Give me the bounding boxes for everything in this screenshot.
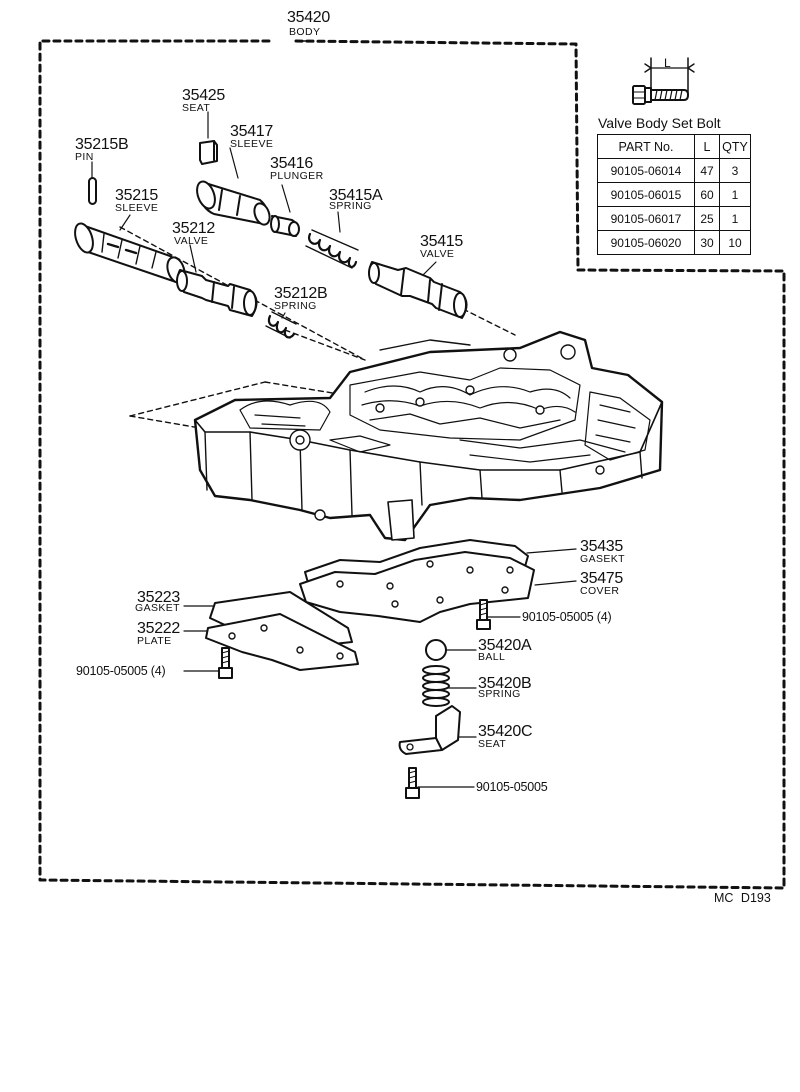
pin-35215b-part xyxy=(88,177,97,205)
part-number-35425: 35425 xyxy=(182,87,225,104)
cover-bolt-label: 90105-05005 (4) xyxy=(522,610,612,624)
bolt-table-header: PART No. L QTY xyxy=(597,134,751,159)
cover-35475-part xyxy=(299,551,535,623)
part-name-sleeve: SLEEVE xyxy=(230,138,274,150)
valve-35212-part xyxy=(176,269,258,317)
part-name-cover: COVER xyxy=(580,585,620,597)
part-number-35417: 35417 xyxy=(230,123,273,140)
cell-part-no: 90105-06020 xyxy=(597,230,695,255)
plate-bolt-icon xyxy=(218,647,233,679)
part-number-35415a: 35415A xyxy=(329,187,383,204)
seat-35425-part xyxy=(199,140,218,165)
part-number-35416: 35416 xyxy=(270,155,313,172)
valve-body-casting xyxy=(193,330,664,542)
bolt-length-label: L xyxy=(664,56,671,70)
assembly-boundary xyxy=(38,39,786,890)
seat-35420c-part xyxy=(398,705,461,755)
cell-l: 60 xyxy=(694,182,720,207)
cell-l: 25 xyxy=(694,206,720,231)
bolt-table-title: Valve Body Set Bolt xyxy=(598,115,721,131)
part-name-pin: PIN xyxy=(75,151,94,163)
part-number-35420b: 35420B xyxy=(478,675,532,692)
cell-part-no: 90105-06017 xyxy=(597,206,695,231)
table-row: 90105-06015 60 1 xyxy=(597,182,751,207)
part-name-ball: BALL xyxy=(478,651,506,663)
cell-l: 30 xyxy=(694,230,720,255)
plunger-35416-part xyxy=(270,215,300,237)
valve-35415-part xyxy=(368,261,468,319)
part-name-seat: SEAT xyxy=(182,102,211,114)
header-l: L xyxy=(694,134,720,159)
part-name-spring-35212b: SPRING xyxy=(274,300,317,312)
cell-qty: 3 xyxy=(719,158,751,183)
part-number-35475: 35475 xyxy=(580,570,623,587)
part-number-35222: 35222 xyxy=(137,620,180,637)
part-name-gasekt: GASEKT xyxy=(580,553,625,565)
part-number-35215: 35215 xyxy=(115,187,158,204)
table-row: 90105-06017 25 1 xyxy=(597,206,751,231)
part-name-valve-35415: VALVE xyxy=(420,248,455,260)
part-number-35212b: 35212B xyxy=(274,285,328,302)
sleeve-35215-part xyxy=(74,222,186,284)
plate-bolt-label: 90105-05005 (4) xyxy=(76,664,166,678)
cell-part-no: 90105-06015 xyxy=(597,182,695,207)
table-row: 90105-06014 47 3 xyxy=(597,158,751,183)
cell-qty: 10 xyxy=(719,230,751,255)
drawing-code: MC D193 xyxy=(714,891,771,905)
header-part-no: PART No. xyxy=(597,134,695,159)
part-name-spring-35420b: SPRING xyxy=(478,688,521,700)
main-part-name: BODY xyxy=(289,26,321,38)
header-qty: QTY xyxy=(719,134,751,159)
cell-qty: 1 xyxy=(719,182,751,207)
cell-l: 47 xyxy=(694,158,720,183)
cell-part-no: 90105-06014 xyxy=(597,158,695,183)
part-name-gasket: GASKET xyxy=(135,602,180,614)
part-name-seat-35420c: SEAT xyxy=(478,738,507,750)
part-name-spring-35415a: SPRING xyxy=(329,200,372,212)
sleeve-35417-part xyxy=(196,180,271,226)
part-number-35415: 35415 xyxy=(420,233,463,250)
main-part-number: 35420 xyxy=(287,9,330,26)
bolt-table: PART No. L QTY 90105-06014 47 3 90105-06… xyxy=(597,134,751,255)
part-number-35435: 35435 xyxy=(580,538,623,555)
cover-bolt-icon xyxy=(476,599,491,630)
part-number-35420c: 35420C xyxy=(478,723,533,740)
part-number-35212: 35212 xyxy=(172,220,215,237)
part-name-sleeve-35215: SLEEVE xyxy=(115,202,159,214)
part-name-plate: PLATE xyxy=(137,635,172,647)
part-number-35223: 35223 xyxy=(137,589,180,606)
spring-35415a-part xyxy=(305,229,359,269)
spring-35212b-part xyxy=(265,311,297,339)
cell-qty: 1 xyxy=(719,206,751,231)
part-number-35215b: 35215B xyxy=(75,136,129,153)
table-row: 90105-06020 30 10 xyxy=(597,230,751,255)
seat-bolt-label: 90105-05005 xyxy=(476,780,548,794)
leader-lines xyxy=(91,111,577,788)
plate-35222-part xyxy=(205,613,359,671)
part-name-plunger: PLUNGER xyxy=(270,170,324,182)
part-number-35420a: 35420A xyxy=(478,637,532,654)
ball-35420a-part xyxy=(425,639,447,661)
part-name-valve-35212: VALVE xyxy=(174,235,209,247)
spring-35420b-part xyxy=(422,665,450,707)
seat-bolt-icon xyxy=(405,767,420,799)
set-bolt-icon xyxy=(632,57,695,105)
